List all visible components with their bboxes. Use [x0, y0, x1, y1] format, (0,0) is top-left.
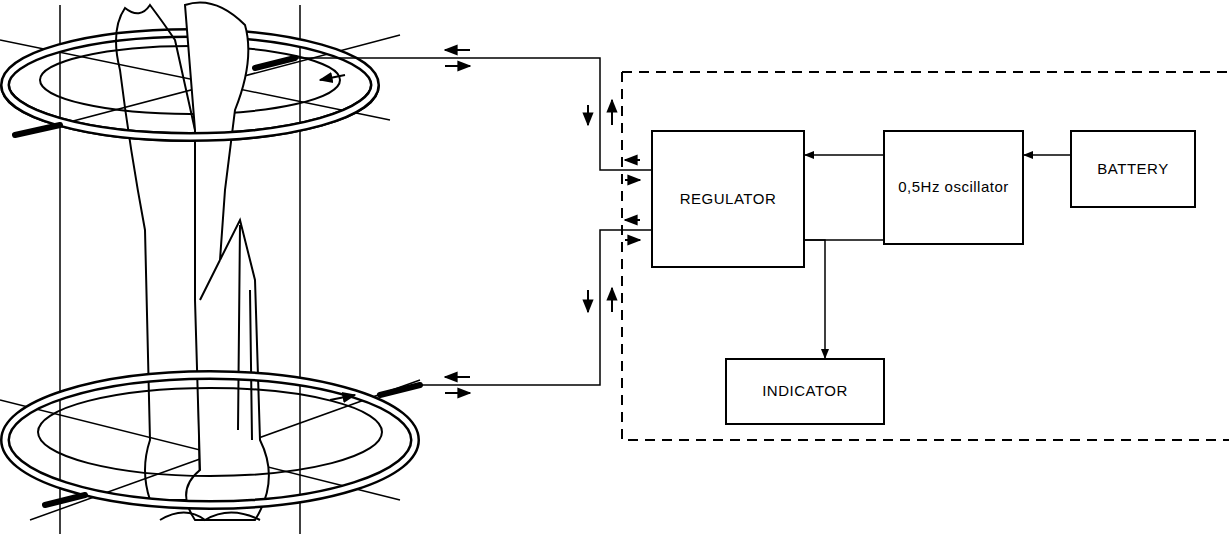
upper-coil-front [5, 85, 375, 137]
connector [805, 239, 883, 241]
lead-wires [295, 58, 651, 385]
box-label: BATTERY [1097, 160, 1168, 179]
regulator-box: REGULATOR [651, 130, 805, 268]
oscillator-box: 0,5Hz oscillator [883, 130, 1024, 245]
connector [1024, 154, 1070, 156]
coil-terminals [15, 58, 420, 505]
lower-coil [5, 375, 415, 505]
device-housing [622, 72, 1229, 440]
connector [805, 240, 825, 358]
connector [805, 154, 883, 156]
box-label: 0,5Hz oscillator [898, 178, 1009, 197]
box-label: INDICATOR [762, 382, 848, 401]
box-label: REGULATOR [680, 190, 776, 209]
bone [116, 3, 269, 521]
indicator-box: INDICATOR [725, 358, 885, 425]
battery-box: BATTERY [1070, 130, 1196, 208]
current-arrows [320, 50, 640, 400]
